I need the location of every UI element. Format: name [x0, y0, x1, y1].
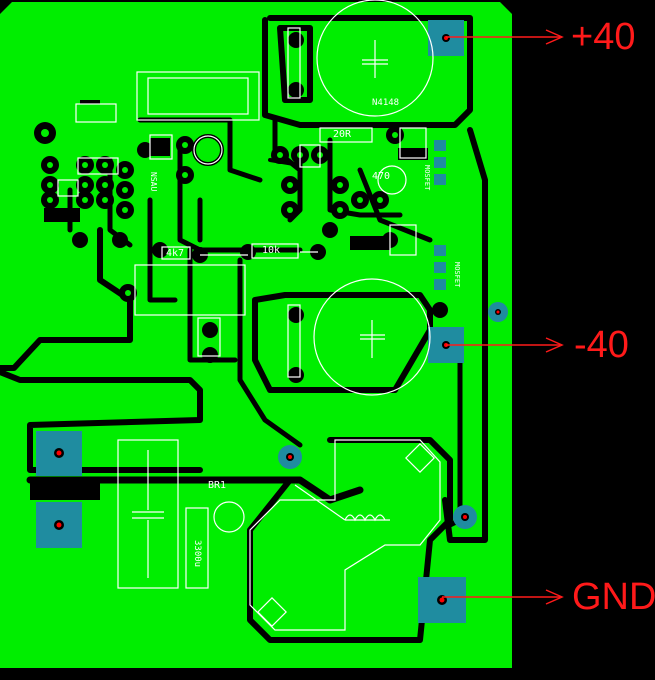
net-label-minus40: -40: [574, 324, 629, 366]
terminal-pads: [36, 20, 508, 623]
silk-4k7: 4k7: [166, 248, 185, 259]
bridge-rectifier-outline: [249, 439, 441, 631]
silk-3300u: 3300u: [192, 540, 202, 568]
silkscreen-outlines: [57, 0, 441, 631]
silk-n4148: N4148: [372, 98, 400, 108]
smd-pads: [434, 140, 446, 290]
round-pads: [34, 32, 448, 383]
resistor-20r-outline: [319, 127, 373, 143]
silk-mosfet-mid: MOSFET: [453, 262, 461, 288]
electrolytic-cap-top-outline: [316, 0, 434, 117]
silk-mosfet-top: MOSFET: [423, 165, 431, 191]
label-leaders: [442, 29, 564, 605]
silk-br1: BR1: [208, 480, 227, 491]
electrolytic-cap-bottom-outline: [313, 278, 431, 396]
silk-nsau: NSAU: [149, 172, 158, 192]
bulk-cap-outline: [117, 439, 179, 589]
net-label-gnd: GND: [572, 576, 655, 618]
net-label-plus40: +40: [571, 16, 636, 58]
silk-470: 470: [372, 171, 391, 182]
silk-20r: 20R: [333, 129, 352, 140]
silk-10k: 10k: [262, 245, 281, 256]
